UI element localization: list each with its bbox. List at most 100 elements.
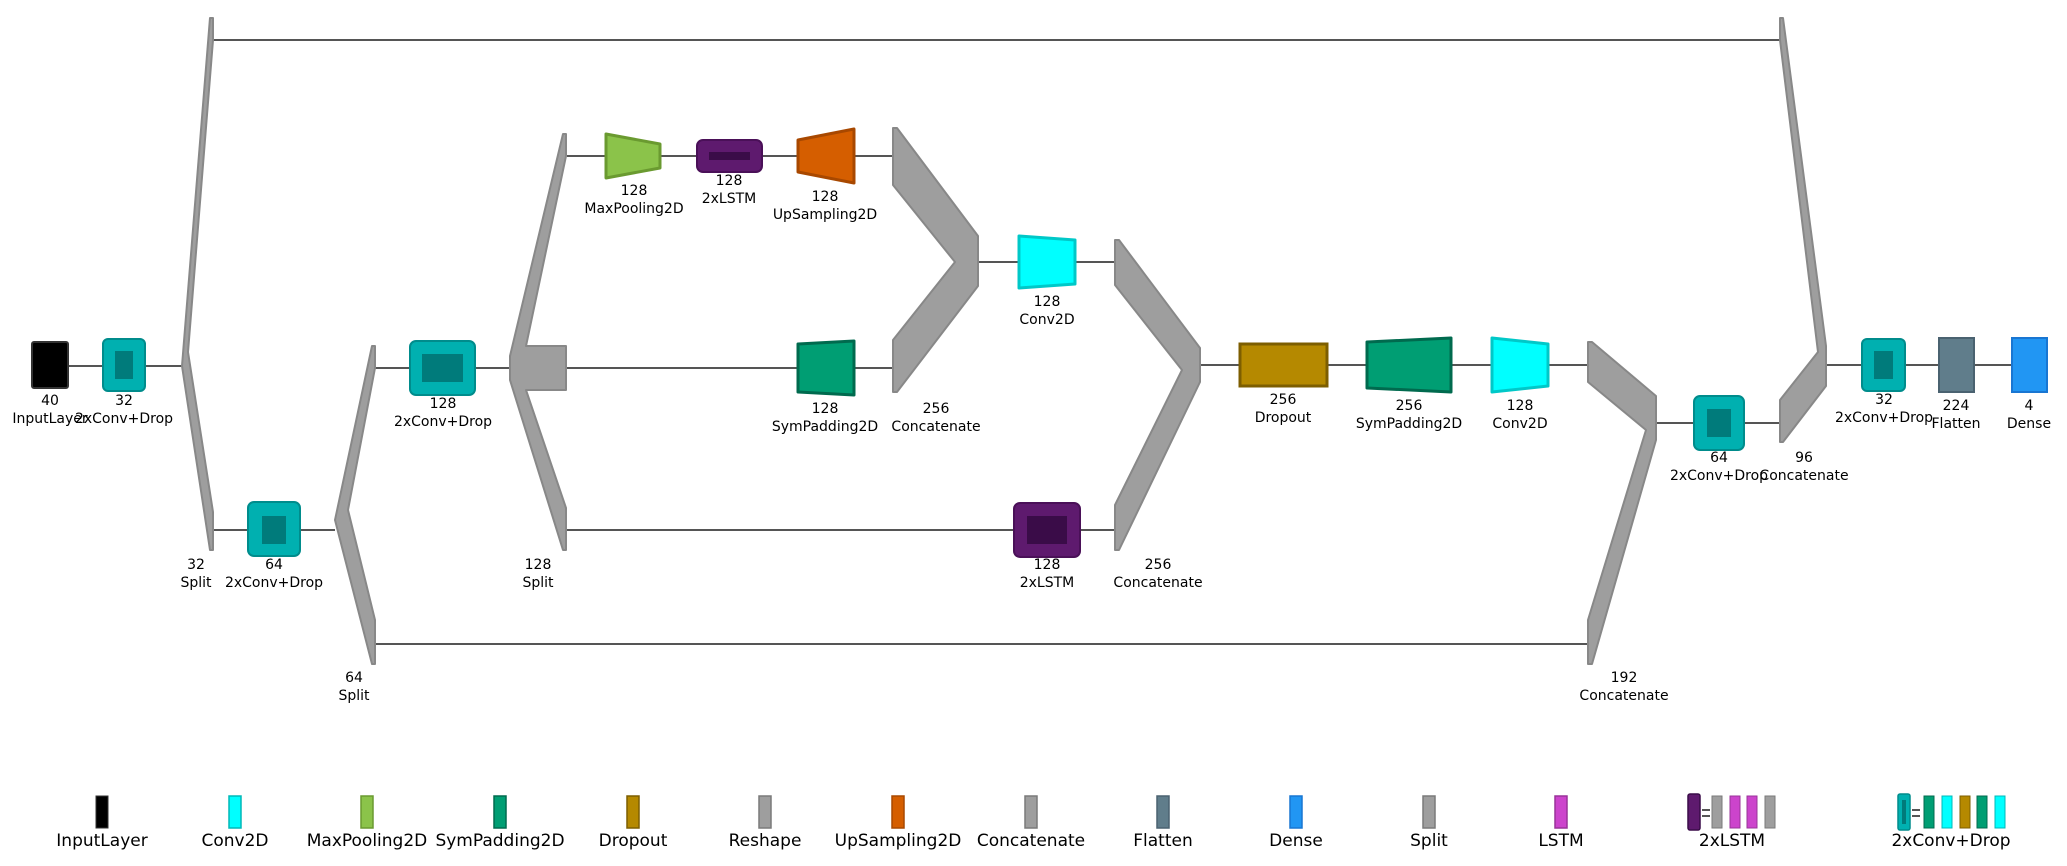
legend-label: Reshape <box>729 831 802 851</box>
legend-swatch-upsampling2d <box>891 795 905 829</box>
conv2d-node-1 <box>1017 234 1077 290</box>
node-type: Concatenate <box>1759 468 1848 484</box>
legend-label: Dense <box>1269 831 1323 851</box>
node-size: 128 <box>812 401 839 417</box>
input-layer-node <box>31 341 69 389</box>
legend-label: Split <box>1410 831 1448 851</box>
lstm-node-bottom <box>1013 502 1081 558</box>
node-size: 224 <box>1943 398 1970 414</box>
conv-drop-node-3 <box>409 340 476 396</box>
lstm-node-top <box>696 139 763 173</box>
conv-drop-node-1 <box>102 338 146 392</box>
node-type: Split <box>338 688 370 704</box>
split-node-1 <box>181 17 214 551</box>
node-type: Split <box>522 575 554 591</box>
legend-label: 2xLSTM <box>1699 831 1765 851</box>
node-type: MaxPooling2D <box>584 201 683 217</box>
legend-swatch-maxpooling2d <box>360 795 374 829</box>
legend-label: Concatenate <box>977 831 1085 851</box>
legend-swatch-flatten <box>1156 795 1170 829</box>
node-size: 64 <box>345 670 363 686</box>
node-type: 2xConv+Drop <box>225 575 323 591</box>
node-type: UpSampling2D <box>773 207 877 223</box>
upsampling-node <box>796 127 856 185</box>
legend-swatch-conv2d <box>228 795 242 829</box>
node-type: 2xConv+Drop <box>394 414 492 430</box>
node-type: 2xLSTM <box>702 191 757 207</box>
node-size: 192 <box>1611 670 1638 686</box>
legend-swatch-concatenate <box>1024 795 1038 829</box>
node-size: 256 <box>923 401 950 417</box>
conv-drop-node-4 <box>1693 395 1745 451</box>
node-type: SymPadding2D <box>1356 416 1462 432</box>
node-type: Flatten <box>1932 416 1981 432</box>
legend-swatch-lstm <box>1554 795 1568 829</box>
node-type: 2xConv+Drop <box>75 411 173 427</box>
node-size: 64 <box>265 557 283 573</box>
node-type: 2xLSTM <box>1020 575 1075 591</box>
edges <box>68 39 2012 645</box>
legend-label: MaxPooling2D <box>307 831 428 851</box>
legend-swatch-2xconv-drop <box>1897 793 2006 831</box>
conv-drop-node-2 <box>247 501 301 557</box>
node-size: 128 <box>716 173 743 189</box>
node-size: 256 <box>1145 557 1172 573</box>
node-type: InputLayer <box>12 411 88 427</box>
node-type: SymPadding2D <box>772 419 878 435</box>
legend-label: UpSampling2D <box>835 831 962 851</box>
node-type: Split <box>180 575 212 591</box>
node-size: 4 <box>2025 398 2034 414</box>
node-type: Dense <box>2007 416 2051 432</box>
node-type: Conv2D <box>1492 416 1547 432</box>
sympadding-node-1 <box>796 339 856 397</box>
node-size: 128 <box>1507 398 1534 414</box>
concat-node-4 <box>1779 17 1827 443</box>
node-size: 128 <box>1034 294 1061 310</box>
node-size: 128 <box>812 189 839 205</box>
node-size: 256 <box>1396 398 1423 414</box>
legend-label: LSTM <box>1538 831 1583 851</box>
node-size: 32 <box>1875 392 1893 408</box>
dropout-node <box>1238 342 1329 388</box>
node-type: Dropout <box>1255 410 1312 426</box>
conv-drop-node-5 <box>1861 338 1906 392</box>
node-type: Concatenate <box>891 419 980 435</box>
node-size: 128 <box>430 396 457 412</box>
split-node-2 <box>334 345 376 665</box>
legend-label: 2xConv+Drop <box>1891 831 2010 851</box>
nodes <box>31 17 2048 665</box>
legend-swatch-split <box>1422 795 1436 829</box>
flatten-node <box>1938 337 1975 393</box>
legend: InputLayer Conv2D MaxPooling2D SymPaddin… <box>56 793 2011 851</box>
conv2d-node-2 <box>1490 336 1550 394</box>
concat-node-1 <box>892 127 979 393</box>
node-type: 2xConv+Drop <box>1670 468 1768 484</box>
node-labels: 40 InputLayer 32 2xConv+Drop 32 Split 64… <box>12 173 2051 704</box>
legend-label: Flatten <box>1133 831 1192 851</box>
split-node-3 <box>509 133 567 551</box>
legend-label: SymPadding2D <box>435 831 564 851</box>
node-size: 128 <box>621 183 648 199</box>
maxpool-node <box>604 132 662 180</box>
node-type: Concatenate <box>1579 688 1668 704</box>
node-size: 32 <box>187 557 205 573</box>
legend-swatch-dense <box>1289 795 1303 829</box>
dense-node <box>2011 337 2048 393</box>
node-size: 128 <box>525 557 552 573</box>
legend-label: Conv2D <box>201 831 268 851</box>
node-type: Concatenate <box>1113 575 1202 591</box>
node-size: 128 <box>1034 557 1061 573</box>
node-size: 256 <box>1270 392 1297 408</box>
legend-swatch-2xlstm <box>1687 793 1776 831</box>
node-size: 32 <box>115 393 133 409</box>
legend-swatch-reshape <box>758 795 772 829</box>
concat-node-3 <box>1587 341 1657 665</box>
legend-swatch-input-layer <box>95 795 109 829</box>
concat-node-2 <box>1114 239 1201 551</box>
sympadding-node-2 <box>1365 336 1453 394</box>
legend-label: InputLayer <box>56 831 147 851</box>
node-size: 96 <box>1795 450 1813 466</box>
legend-swatch-dropout <box>626 795 640 829</box>
node-type: Conv2D <box>1019 312 1074 328</box>
